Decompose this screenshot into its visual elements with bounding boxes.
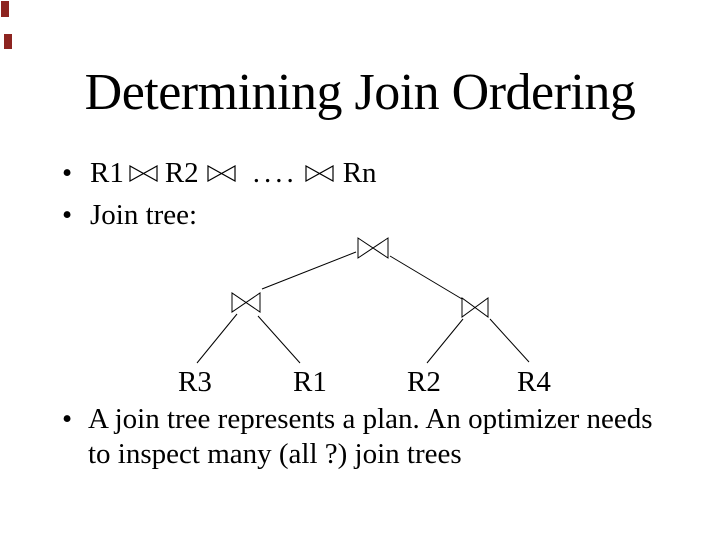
relation-rn-label: Rn: [342, 157, 377, 189]
bowtie-join-icon: [207, 165, 236, 182]
bullet-dot: •: [62, 199, 73, 231]
bullet-line-join-expression: • R1 R2 .... Rn: [62, 159, 377, 188]
edge-right-join-to-r4: [489, 318, 530, 363]
bowtie-join-icon: [305, 165, 334, 182]
edge-root-to-left-join: [261, 251, 357, 290]
left-join-node-bowtie-icon: [231, 292, 261, 313]
optimizer-note-line2: to inspect many (all ?) join trees: [88, 438, 462, 470]
bowtie-join-icon: [129, 165, 158, 182]
bullet-line-join-tree: • Join tree:: [62, 201, 197, 230]
tree-leaf-r1: R1: [293, 366, 327, 398]
tree-leaf-r3: R3: [178, 366, 212, 398]
join-tree-label: Join tree:: [90, 199, 198, 231]
red-edge-mark-top: [1, 1, 9, 17]
tree-leaf-r2: R2: [407, 366, 441, 398]
bullet-line-optimizer-note: A join tree represents a plan. An optimi…: [88, 402, 668, 472]
edge-left-join-to-r3: [196, 313, 238, 364]
root-join-node-bowtie-icon: [357, 237, 389, 259]
bullet-dot: •: [62, 157, 73, 189]
edge-left-join-to-r1: [257, 315, 301, 364]
edge-root-to-right-join: [389, 255, 463, 300]
ellipsis-dots: ....: [252, 157, 298, 189]
relation-r2-label: R2: [164, 157, 199, 189]
red-edge-mark-lower: [4, 34, 12, 49]
edge-right-join-to-r2: [426, 318, 464, 364]
optimizer-note-line1: A join tree represents a plan. An optimi…: [88, 403, 653, 435]
tree-leaf-r4: R4: [517, 366, 551, 398]
slide-title: Determining Join Ordering: [84, 64, 636, 121]
bullet-dot: •: [62, 403, 73, 435]
relation-r1-label: R1: [90, 157, 124, 189]
right-join-node-bowtie-icon: [461, 297, 489, 318]
